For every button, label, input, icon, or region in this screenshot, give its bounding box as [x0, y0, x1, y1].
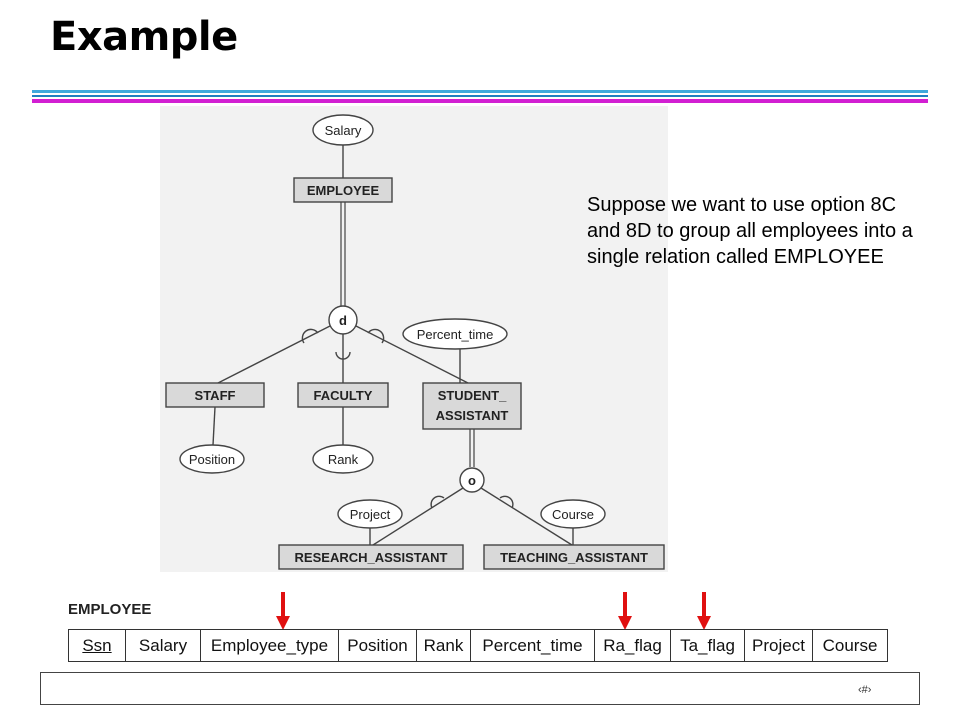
- column-salary: Salary: [126, 630, 201, 661]
- disjoint-label: d: [339, 313, 347, 328]
- subset-symbol-faculty: [335, 351, 351, 360]
- rank-attribute: [312, 444, 374, 474]
- subset-symbol-teaching: [499, 495, 514, 509]
- column-project: Project: [745, 630, 813, 661]
- student-assistant-link: [355, 325, 469, 384]
- teaching-assistant-label: TEACHING_ASSISTANT: [500, 550, 648, 565]
- project-attribute-label: Project: [350, 507, 391, 522]
- project-attribute: [337, 499, 403, 529]
- research-assistant-label: RESEARCH_ASSISTANT: [295, 550, 448, 565]
- course-attribute-label: Course: [552, 507, 594, 522]
- explanation-note: Suppose we want to use option 8C and 8D …: [587, 194, 913, 268]
- salary-attribute: [312, 114, 374, 146]
- teaching-assistant-entity: [483, 544, 665, 570]
- research-assistant-entity: [278, 544, 464, 570]
- title-rule-blue: [32, 95, 928, 97]
- position-attribute-label: Position: [189, 452, 235, 467]
- footer-box: [40, 672, 920, 705]
- column-employee-type: Employee_type: [201, 630, 339, 661]
- employee-relation-table: Ssn Salary Employee_type Position Rank P…: [68, 629, 888, 662]
- staff-link: [217, 325, 331, 384]
- arrow-head-ra-flag: [618, 616, 632, 630]
- column-position: Position: [339, 630, 417, 661]
- disjoint-circle: [328, 305, 358, 335]
- column-percent-time: Percent_time: [471, 630, 595, 661]
- slide-title: Example: [50, 14, 238, 60]
- column-ta-flag: Ta_flag: [671, 630, 745, 661]
- column-rank: Rank: [417, 630, 471, 661]
- subset-symbol-research: [430, 495, 445, 509]
- rank-attribute-label: Rank: [328, 452, 359, 467]
- subset-symbol-student: [367, 328, 385, 344]
- position-attribute: [179, 444, 245, 474]
- subset-symbol-staff: [301, 328, 319, 344]
- overlap-circle: [459, 467, 485, 493]
- relation-name: EMPLOYEE: [68, 601, 152, 618]
- employee-entity: [293, 177, 393, 203]
- percent-time-attribute: [402, 318, 508, 350]
- research-assistant-link: [372, 487, 464, 546]
- teaching-assistant-link: [480, 487, 573, 546]
- employee-entity-label: EMPLOYEE: [307, 183, 380, 198]
- course-attribute: [540, 499, 606, 529]
- column-ssn: Ssn: [69, 630, 126, 661]
- column-course: Course: [822, 636, 878, 655]
- student-assistant-entity: [422, 382, 522, 430]
- staff-entity: [165, 382, 265, 408]
- percent-time-attribute-label: Percent_time: [417, 327, 494, 342]
- column-ra-flag: Ra_flag: [595, 630, 671, 661]
- faculty-entity-label: FACULTY: [314, 388, 373, 403]
- student-assistant-label-1: STUDENT_: [438, 388, 507, 403]
- salary-attribute-label: Salary: [325, 123, 362, 138]
- overlap-label: o: [468, 473, 476, 488]
- title-rule-cyan: [32, 90, 928, 93]
- title-rule-magenta: [32, 99, 928, 103]
- arrow-head-ta-flag: [697, 616, 711, 630]
- slide-number: ‹#›: [858, 684, 872, 696]
- student-assistant-label-2: ASSISTANT: [436, 408, 509, 423]
- arrow-head-employee-type: [276, 616, 290, 630]
- staff-entity-label: STAFF: [195, 388, 236, 403]
